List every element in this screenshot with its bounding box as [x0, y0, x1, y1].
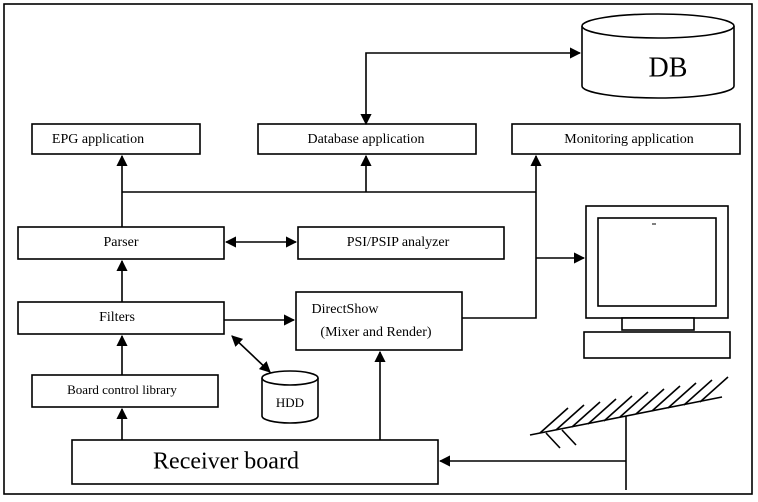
filters-label: Filters [99, 310, 135, 325]
directshow-label-line2: (Mixer and Render) [320, 325, 432, 340]
outer-frame [3, 3, 753, 495]
epg-application-box: EPG application [31, 123, 201, 155]
epg-application-label: EPG application [52, 132, 144, 147]
monitoring-application-label: Monitoring application [564, 132, 693, 147]
monitoring-application-box: Monitoring application [511, 123, 741, 155]
hdd-cylinder-icon: HDD [261, 370, 319, 424]
psi-psip-analyzer-label: PSI/PSIP analyzer [347, 235, 450, 250]
db-cylinder-icon: DB [581, 13, 735, 99]
receiver-board-box: Receiver board [71, 439, 439, 485]
directshow-box: DirectShow (Mixer and Render) [295, 291, 463, 351]
board-control-library-box: Board control library [31, 374, 219, 408]
directshow-label-line1: DirectShow [312, 302, 380, 317]
parser-label: Parser [104, 235, 139, 250]
psi-psip-analyzer-box: PSI/PSIP analyzer [297, 226, 505, 260]
database-application-box: Database application [257, 123, 477, 155]
connectors [116, 47, 626, 467]
receiver-board-label: Receiver board [153, 449, 299, 475]
database-application-label: Database application [307, 132, 424, 147]
db-label: DB [649, 52, 688, 83]
board-control-library-label: Board control library [67, 382, 177, 397]
filters-box: Filters [17, 301, 225, 335]
hdd-label: HDD [276, 395, 304, 410]
monitor-computer-icon [583, 205, 731, 359]
antenna-icon [529, 376, 729, 490]
parser-box: Parser [17, 226, 225, 260]
